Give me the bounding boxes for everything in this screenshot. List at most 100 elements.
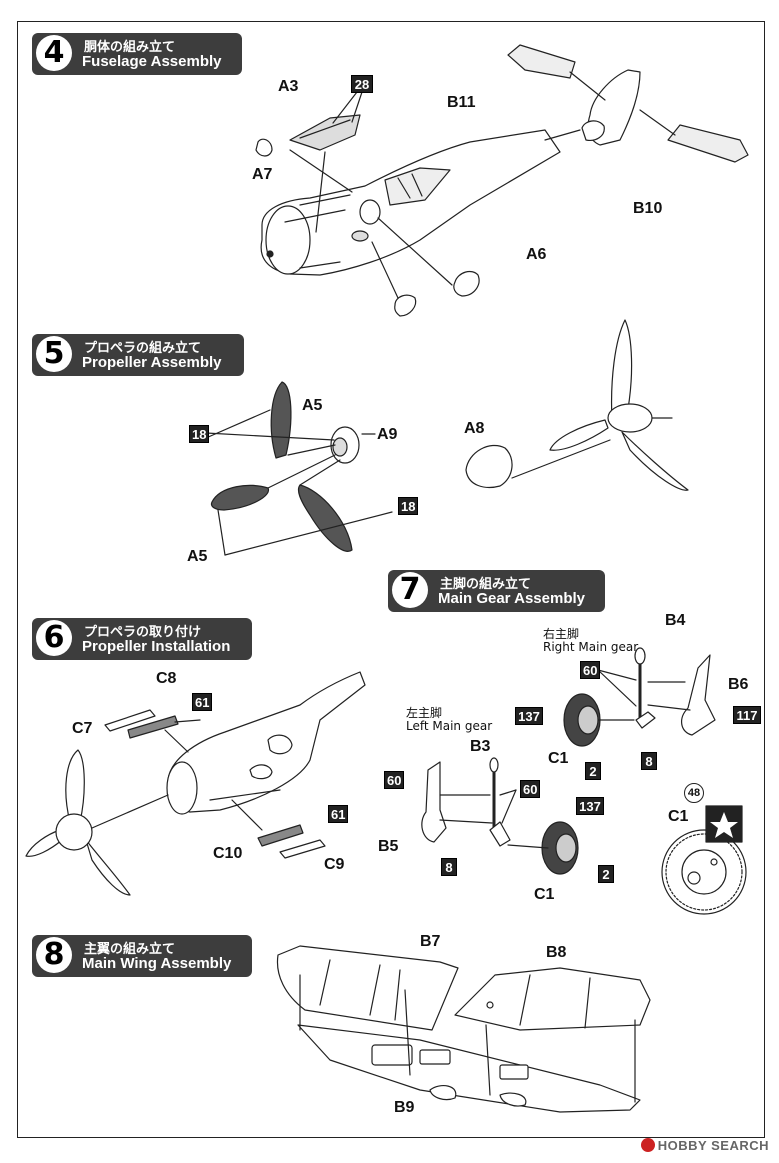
intake-drawing (394, 294, 417, 317)
step4-arrows (289, 71, 676, 299)
part-c7-drawing (127, 715, 179, 739)
step-5-title-jp: プロペラの組み立て (84, 341, 202, 356)
part-label-c1-decal: C1 (668, 808, 689, 825)
part-label-a3: A3 (278, 78, 299, 95)
step6-aircraft-drawing (166, 671, 366, 815)
part-c10-drawing (257, 824, 304, 847)
part-label-c1-left: C1 (534, 886, 555, 903)
color-code-60-left-b: 60 (520, 780, 540, 798)
step-7-header: 7 主脚の組み立て Main Gear Assembly (388, 570, 605, 612)
part-a3-drawing (289, 114, 361, 151)
color-code-137-right: 137 (515, 707, 543, 725)
part-label-c7: C7 (72, 720, 93, 737)
right-gear-label-jp: 右主脚 (543, 627, 580, 641)
step-4-number: 4 (36, 35, 72, 71)
hobby-search-logo-icon (640, 1138, 655, 1152)
color-code-60-left-a: 60 (384, 771, 404, 789)
step-6-header: 6 プロペラの取り付け Propeller Installation (32, 618, 252, 660)
step-5-title-en: Propeller Assembly (82, 354, 222, 371)
step8-arrows (299, 974, 636, 1103)
part-b5-drawing (421, 761, 447, 843)
step-4-title-en: Fuselage Assembly (82, 53, 222, 70)
fuselage-drawing (260, 129, 561, 276)
color-code-18-bottom: 18 (398, 497, 418, 515)
part-label-c8: C8 (156, 670, 177, 687)
part-label-b8: B8 (546, 944, 567, 961)
right-gear-label-en: Right Main gear (543, 640, 639, 654)
color-code-61-bottom: 61 (328, 805, 348, 823)
step5-lines (205, 409, 393, 556)
step-7-number: 7 (392, 572, 428, 608)
part-b11-drawing (507, 44, 576, 79)
color-code-117: 117 (733, 706, 761, 724)
part-label-a9: A9 (377, 426, 398, 443)
right-wheel-drawing (563, 693, 635, 747)
part-label-a8: A8 (464, 420, 485, 437)
part-a6-drawing (453, 270, 480, 297)
left-gear-label-en: Left Main gear (406, 719, 493, 733)
step6-prop-drawing (25, 749, 169, 896)
part-c9-drawing (279, 839, 326, 859)
part-label-a5-top: A5 (302, 397, 323, 414)
decal-number-48: 48 (684, 783, 704, 803)
part-a7-drawing (255, 138, 273, 157)
step6-arrows (164, 719, 263, 831)
color-code-137-left: 137 (576, 797, 604, 815)
step-7-title-en: Main Gear Assembly (438, 590, 586, 607)
part-label-a7: A7 (252, 166, 273, 183)
color-code-8-left: 8 (441, 858, 457, 876)
color-code-61-top: 61 (192, 693, 212, 711)
part-label-b6: B6 (728, 676, 749, 693)
wing-top-right-drawing (454, 967, 651, 1031)
watermark: HOBBY SEARCH (640, 1138, 769, 1153)
step-8-number: 8 (36, 937, 72, 973)
color-code-2-left: 2 (598, 865, 614, 883)
step-8-header: 8 主翼の組み立て Main Wing Assembly (32, 935, 252, 977)
wing-top-left-drawing (276, 945, 459, 1031)
step-6-title-jp: プロペラの取り付け (84, 625, 202, 640)
instruction-frame (17, 21, 765, 1138)
step-6-number: 6 (36, 620, 72, 656)
part-label-b4: B4 (665, 612, 686, 629)
step-5-number: 5 (36, 336, 72, 372)
part-c8-drawing (104, 709, 156, 732)
part-label-c9: C9 (324, 856, 345, 873)
step-6-title-en: Propeller Installation (82, 638, 231, 655)
left-wheel-drawing (507, 821, 579, 875)
part-label-b3: B3 (470, 738, 491, 755)
step-4-title-jp: 胴体の組み立て (84, 40, 176, 55)
watermark-text: HOBBY SEARCH (657, 1138, 769, 1153)
wheel-decal-drawing (661, 805, 747, 915)
color-code-2-right: 2 (585, 762, 601, 780)
prop-blades-drawing (210, 381, 353, 552)
part-label-c10: C10 (213, 845, 243, 862)
part-label-c1-right: C1 (548, 750, 569, 767)
tail-drawing (581, 69, 641, 146)
part-label-b5: B5 (378, 838, 399, 855)
part-label-a5-bottom: A5 (187, 548, 208, 565)
step5-arrow (511, 439, 611, 479)
left-gear-label-jp: 左主脚 (406, 706, 443, 720)
assembled-prop-drawing (549, 319, 689, 491)
step-4-header: 4 胴体の組み立て Fuselage Assembly (32, 33, 242, 75)
step-7-title-jp: 主脚の組み立て (440, 577, 532, 592)
part-b10-drawing (667, 124, 749, 163)
part-label-b7: B7 (420, 933, 441, 950)
step7-arrows (439, 669, 691, 824)
color-code-60-right: 60 (580, 661, 600, 679)
step-5-header: 5 プロペラの組み立て Propeller Assembly (32, 334, 244, 376)
part-b6-drawing (681, 654, 716, 736)
step-8-title-jp: 主翼の組み立て (84, 942, 176, 957)
color-code-8-right: 8 (641, 752, 657, 770)
part-label-b9: B9 (394, 1099, 415, 1116)
right-gear-drawing (634, 647, 656, 729)
part-label-b11: B11 (447, 94, 476, 111)
part-a8-drawing (465, 444, 513, 489)
prop-hub-drawing (330, 426, 360, 464)
step-8-title-en: Main Wing Assembly (82, 955, 232, 972)
part-label-a6: A6 (526, 246, 547, 263)
part-label-b10: B10 (633, 200, 663, 217)
color-code-18-top: 18 (189, 425, 209, 443)
color-code-28: 28 (351, 75, 373, 93)
